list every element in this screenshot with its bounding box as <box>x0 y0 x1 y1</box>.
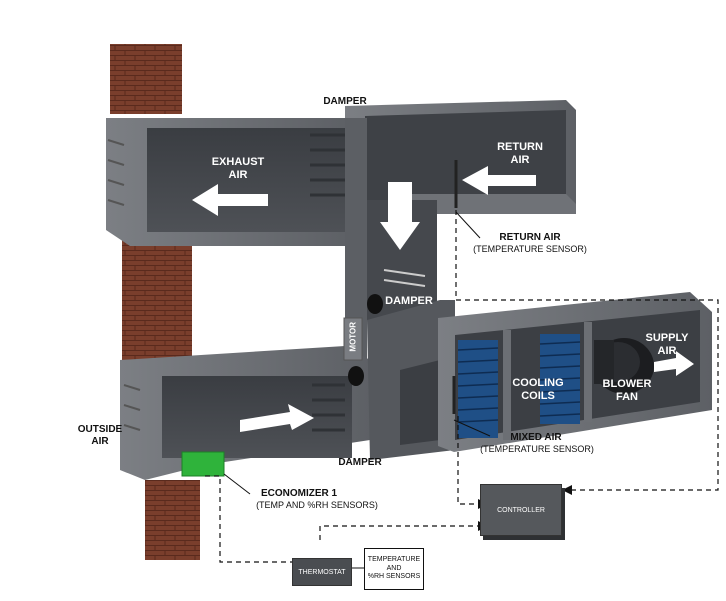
down-arrow <box>380 182 420 250</box>
controller-label: CONTROLLER <box>497 506 545 514</box>
motor-box <box>343 317 363 361</box>
economizer-label: ECONOMIZER 1 <box>260 488 338 499</box>
cooling-coils-label: COOLING COILS <box>512 377 564 402</box>
damper-lower-mechanism <box>348 366 364 386</box>
economizer-sub-label: (TEMP AND %RH SENSORS) <box>256 500 378 510</box>
cooling-coil-2 <box>539 334 581 424</box>
exhaust-grille <box>310 133 345 197</box>
exhaust-arrow <box>192 184 268 216</box>
motor-label: MOTOR <box>348 321 358 352</box>
blower-fan-housing <box>594 338 654 394</box>
outside-louvers <box>123 384 141 431</box>
damper-top-label: DAMPER <box>323 96 367 107</box>
blower-fan-label: BLOWER FAN <box>602 378 652 403</box>
thermostat-box: THERMOSTAT <box>292 558 352 586</box>
controller-box: CONTROLLER <box>480 484 562 536</box>
economizer-box <box>181 451 225 477</box>
supply-air-label: SUPPLY AIR <box>645 332 689 357</box>
supply-air-arrow <box>654 351 694 376</box>
outside-air-grille <box>312 383 345 432</box>
lower-duct <box>120 346 370 480</box>
temp-rh-sensor-label: TEMPERATURE AND %RH SENSORS <box>367 556 421 581</box>
damper-bottom-label: DAMPER <box>338 457 382 468</box>
thermostat-label: THERMOSTAT <box>298 568 346 576</box>
damper-middle-mechanism <box>367 269 426 314</box>
exhaust-louvers <box>107 139 125 206</box>
return-air-sensor-title: RETURN AIR <box>499 232 561 243</box>
exhaust-air-label: EXHAUST AIR <box>211 156 265 181</box>
return-arrow <box>462 166 536 195</box>
return-air-sensor-sub: (TEMPERATURE SENSOR) <box>473 244 587 254</box>
return-air-label: RETURN AIR <box>497 141 543 166</box>
mixing-chamber <box>367 300 455 460</box>
outside-air-label: OUTSIDE AIR <box>77 424 123 447</box>
upper-duct <box>106 100 576 418</box>
outside-air-arrow <box>240 404 314 432</box>
temp-rh-sensor-box: TEMPERATURE AND %RH SENSORS <box>364 548 424 590</box>
mixed-air-sensor-sub: (TEMPERATURE SENSOR) <box>480 444 594 454</box>
mixed-air-sensor-title: MIXED AIR <box>510 432 562 443</box>
cooling-coil-1 <box>457 340 499 438</box>
control-wiring <box>205 210 719 563</box>
supply-duct <box>438 292 712 452</box>
brick-chimney <box>110 44 200 560</box>
airflow-arrows <box>192 166 694 432</box>
damper-middle-label: DAMPER <box>385 295 433 307</box>
